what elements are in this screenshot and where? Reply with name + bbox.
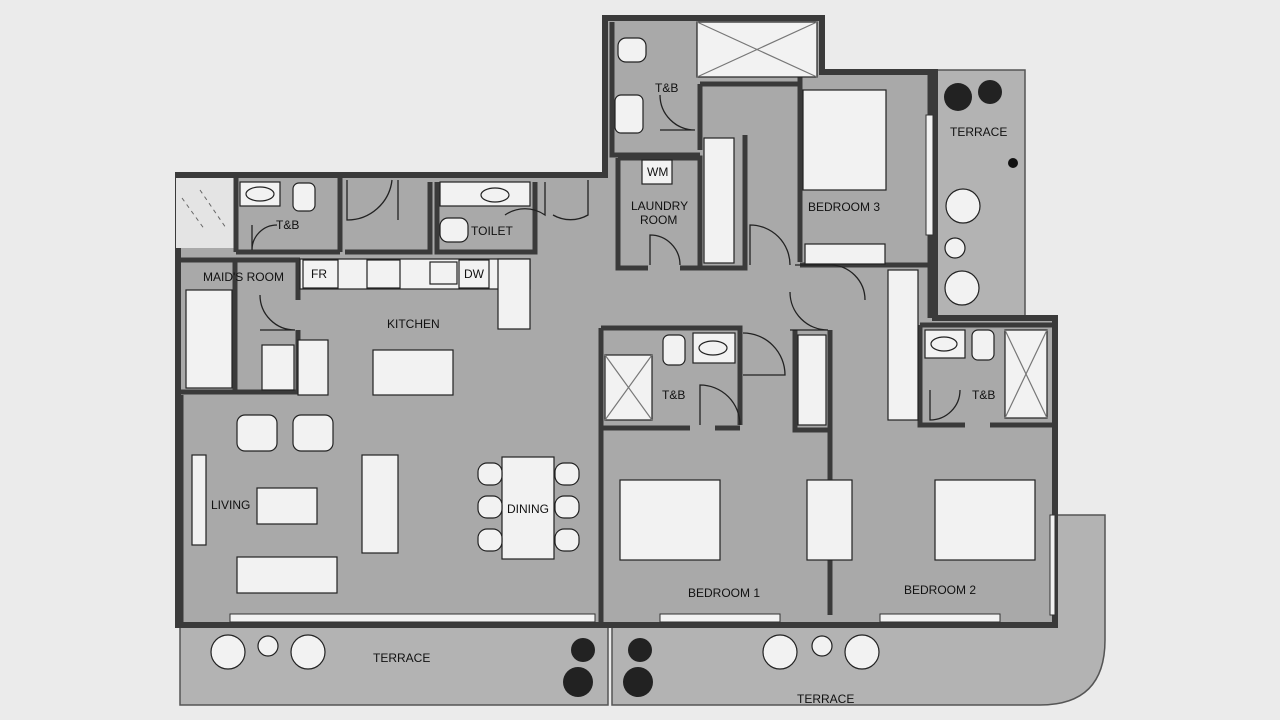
closet-bed2 bbox=[887, 269, 919, 421]
toilet-wc bbox=[439, 217, 469, 243]
label-tb-bed2: T&B bbox=[972, 388, 995, 402]
label-tb-top: T&B bbox=[655, 81, 678, 95]
room-labels: T&B WM LAUNDRY ROOM BEDROOM 3 TERRACE T&… bbox=[203, 81, 1007, 706]
closet-bed1 bbox=[797, 334, 827, 426]
label-dining: DINING bbox=[507, 502, 549, 516]
label-laundry-2: ROOM bbox=[640, 213, 677, 227]
stove bbox=[366, 259, 401, 289]
closet-laundry bbox=[703, 137, 735, 264]
toilet-top bbox=[617, 37, 647, 63]
coffee-table bbox=[256, 487, 318, 525]
maid-toilet bbox=[292, 182, 316, 212]
fixtures bbox=[185, 21, 1048, 670]
label-maids-room: MAID'S ROOM bbox=[203, 270, 284, 284]
label-toilet: TOILET bbox=[471, 224, 513, 238]
dishwasher bbox=[458, 259, 490, 289]
label-bedroom-1: BEDROOM 1 bbox=[688, 586, 760, 600]
label-bedroom-3: BEDROOM 3 bbox=[808, 200, 880, 214]
windows bbox=[229, 114, 1056, 623]
maid-bed bbox=[185, 289, 233, 389]
label-living: LIVING bbox=[211, 498, 250, 512]
label-bedroom-2: BEDROOM 2 bbox=[904, 583, 976, 597]
tv-unit bbox=[191, 454, 207, 546]
label-terrace-bottom-left: TERRACE bbox=[373, 651, 430, 665]
plants bbox=[563, 80, 1002, 697]
label-tb-maid: T&B bbox=[276, 218, 299, 232]
terrace-bottom-left bbox=[179, 624, 609, 706]
label-laundry-1: LAUNDRY bbox=[631, 199, 688, 213]
label-kitchen: KITCHEN bbox=[387, 317, 440, 331]
bed-1 bbox=[619, 479, 721, 561]
sofa-right bbox=[361, 454, 399, 554]
label-terrace-right: TERRACE bbox=[950, 125, 1007, 139]
bed-3 bbox=[802, 89, 887, 191]
doors bbox=[251, 94, 961, 426]
sink-top bbox=[614, 94, 644, 134]
label-terrace-bottom-right: TERRACE bbox=[797, 692, 854, 706]
label-dw: DW bbox=[464, 267, 485, 281]
terrace-bottom-right bbox=[611, 514, 1106, 706]
label-tb-bed1: T&B bbox=[662, 388, 685, 402]
kitchen-sink bbox=[429, 261, 458, 285]
sofa-bottom bbox=[236, 556, 338, 594]
label-fr: FR bbox=[311, 267, 327, 281]
kitchen-island bbox=[372, 349, 454, 396]
label-wm: WM bbox=[647, 165, 668, 179]
bed-2 bbox=[934, 479, 1036, 561]
fridge bbox=[302, 259, 339, 289]
entry-corridor bbox=[176, 178, 234, 248]
washing-machine bbox=[641, 159, 673, 185]
terrace-marker bbox=[1008, 158, 1018, 168]
